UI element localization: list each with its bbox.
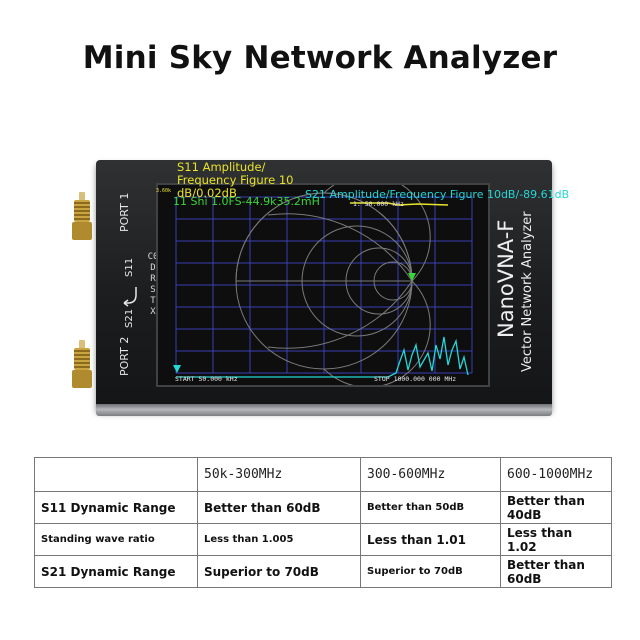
side-letter: R [150,274,156,284]
s21-label: S21 [124,308,135,328]
row-label: S11 Dynamic Range [34,491,198,524]
device-brand: NanoVNA-F [494,219,518,338]
marker-readout: 1: 50.000 kHz [353,200,404,208]
table-row: Standing wave ratio Less than 1.005 Less… [34,523,612,556]
device-bottom-edge [96,404,552,416]
stop-frequency: STOP 1000.000 000 MHz [374,375,457,383]
table-cell: Less than 1.005 [197,523,361,556]
table-cell: Less than 1.01 [360,523,501,556]
green-annotation: 11 Shi 1.0FS-44.9k35.2mH [173,195,320,208]
row-label: Standing wave ratio [34,523,198,556]
table-header-row: 50k-300MHz 300-600MHz 600-1000MHz [34,457,612,492]
port2-sma-connector [72,340,92,388]
side-button-letters: C0 D R S T X [147,252,159,318]
spec-table: 50k-300MHz 300-600MHz 600-1000MHz S11 Dy… [34,457,612,588]
start-marker-icon [173,365,181,373]
s21-annotation: S21 Amplitude/Frequency Figure 10dB/-89.… [305,188,570,201]
table-cell: Superior to 70dB [197,555,361,588]
page-title: Mini Sky Network Analyzer [82,40,558,76]
display-grid [175,196,473,374]
s11-label: S11 [124,257,135,277]
side-letter: C0 [147,252,159,262]
table-cell: Better than 60dB [197,491,361,524]
header-cell: 600-1000MHz [500,457,612,492]
table-cell: Better than 50dB [360,491,501,524]
table-cell: Better than 40dB [500,491,612,524]
header-cell: 50k-300MHz [197,457,361,492]
signal-path-icon [123,287,137,307]
row-label: S21 Dynamic Range [34,555,198,588]
marker-triangle-icon [408,273,416,281]
table-cell: Less than 1.02 [500,523,612,556]
side-letter: D [150,263,156,273]
s11-annotation: S11 Amplitude/ Frequency Figure 10 dB/0.… [177,160,294,200]
side-letter: S [150,285,156,295]
header-cell: 300-600MHz [360,457,501,492]
port2-label: PORT 2 [118,336,131,376]
header-cell [34,457,198,492]
lcd-screen [156,183,490,387]
port1-label: PORT 1 [118,192,131,232]
port1-sma-connector [72,192,92,240]
table-cell: Superior to 70dB [360,555,501,588]
s21-trace [176,336,469,378]
start-frequency: START 50.000 kHz [175,375,238,383]
table-cell: Better than 60dB [500,555,612,588]
smith-chart-display [173,185,473,385]
table-row: S21 Dynamic Range Superior to 70dB Super… [34,555,612,588]
device-subtitle: Vector Network Analyzer [520,211,535,372]
table-row: S11 Dynamic Range Better than 60dB Bette… [34,491,612,524]
side-letter: X [150,307,156,317]
marker-level: 3.60k [156,188,172,194]
side-letter: T [150,296,156,306]
s11-trace [350,202,449,206]
